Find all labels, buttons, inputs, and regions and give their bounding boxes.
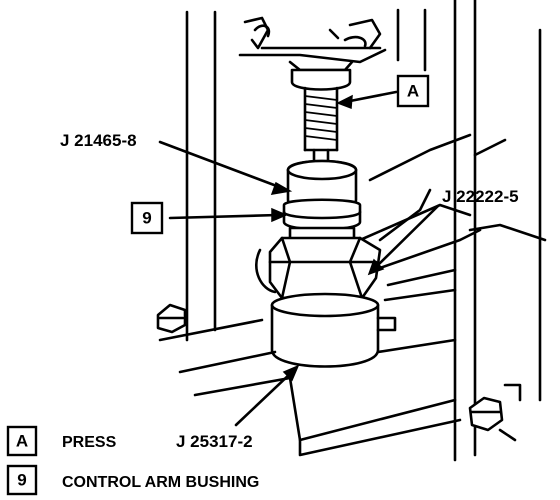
leader-j25317 xyxy=(234,370,294,427)
tool-j21465-8 xyxy=(286,159,358,211)
leader-lines xyxy=(158,90,440,427)
leader-bushing-arrow xyxy=(271,207,288,223)
control-arm xyxy=(255,133,547,294)
callout-box-9: 9 xyxy=(130,201,164,235)
leader-j22222-arrow xyxy=(367,258,385,276)
leader-j25317-arrow xyxy=(282,364,300,382)
label-j21465-8: J 21465-8 xyxy=(60,131,137,150)
callout-box-a-letter: A xyxy=(407,82,419,101)
leader-j22222 xyxy=(373,204,440,270)
leader-press xyxy=(343,90,398,104)
legend-item-press: A PRESS xyxy=(6,425,117,457)
press-frame xyxy=(185,0,542,462)
callout-box-a: A xyxy=(396,74,430,108)
legend: A PRESS 9 CONTROL ARM BUSHING xyxy=(6,425,259,496)
legend-text-bushing: CONTROL ARM BUSHING xyxy=(62,474,259,491)
legend-text-press: PRESS xyxy=(62,434,117,451)
leader-bushing xyxy=(168,213,280,220)
tool-j22222-5 xyxy=(268,236,382,300)
press-bed xyxy=(156,288,522,457)
leader-j21465 xyxy=(158,140,284,190)
press-screw xyxy=(303,86,339,167)
legend-key-9: 9 xyxy=(17,471,26,490)
press-ram-assembly xyxy=(238,16,387,91)
label-j22222-5: J 22222-5 xyxy=(442,187,519,206)
leader-press-arrow xyxy=(336,94,353,110)
label-j25317-2: J 25317-2 xyxy=(176,432,253,451)
leader-j21465-arrow xyxy=(270,181,293,195)
callout-box-9-letter: 9 xyxy=(142,209,151,228)
legend-key-a: A xyxy=(16,432,28,451)
tool-j25317-2 xyxy=(270,292,397,368)
legend-item-bushing: 9 CONTROL ARM BUSHING xyxy=(6,464,259,496)
